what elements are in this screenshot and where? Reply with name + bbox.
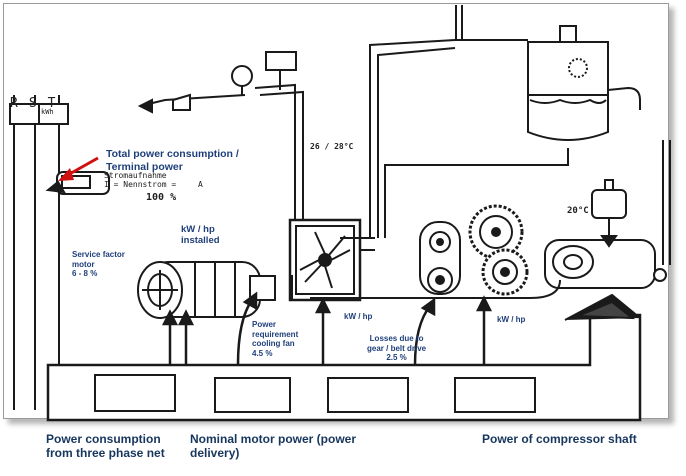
kw-hp-right-label: kW / hp	[497, 315, 526, 324]
cooling-fan-label: Power requirement cooling fan 4.5 %	[252, 320, 299, 358]
red-pointer-arrow	[58, 156, 99, 181]
phase-r-label: R	[10, 96, 29, 112]
piping	[137, 5, 671, 300]
clamp-meter	[45, 171, 110, 195]
clamp-percent: 100 %	[146, 192, 177, 203]
phase-t-label: T	[47, 96, 67, 112]
phase-labels: RST	[10, 83, 66, 112]
clamp-unit: A	[198, 180, 203, 189]
phase-s-label: S	[28, 96, 48, 112]
power-flow-arrows	[161, 291, 493, 366]
cooler-fan	[288, 218, 375, 302]
electric-motor	[137, 261, 276, 319]
compressor	[544, 179, 667, 289]
kwh-unit: kWh	[41, 108, 54, 116]
temp-intake-label: 20°C	[567, 206, 589, 216]
foundation-duct	[46, 293, 642, 422]
belt-drive	[419, 221, 461, 295]
clamp-line-1: Stromaufnahme	[104, 171, 167, 180]
losses-gear-label: Losses due to gear / belt drive 2.5 %	[367, 334, 427, 363]
gear-pair	[468, 204, 529, 296]
temp-cooler-label: 26 / 28°C	[310, 142, 354, 151]
total-power-label: Total power consumption / Terminal power	[106, 148, 239, 173]
caption-nominal-motor: Nominal motor power (power delivery)	[190, 432, 357, 461]
caption-three-phase: Power consumption from three phase net	[46, 432, 165, 461]
three-phase-lines	[13, 95, 60, 410]
service-factor-label: Service factor motor 6 - 8 %	[72, 250, 125, 279]
kw-hp-installed-label: kW / hp installed	[181, 224, 220, 247]
air-receiver	[527, 25, 609, 141]
clamp-line-2: I = Nennstrom =	[104, 180, 177, 189]
kw-hp-mid-label: kW / hp	[344, 312, 373, 321]
caption-compressor-shaft: Power of compressor shaft	[482, 432, 637, 446]
